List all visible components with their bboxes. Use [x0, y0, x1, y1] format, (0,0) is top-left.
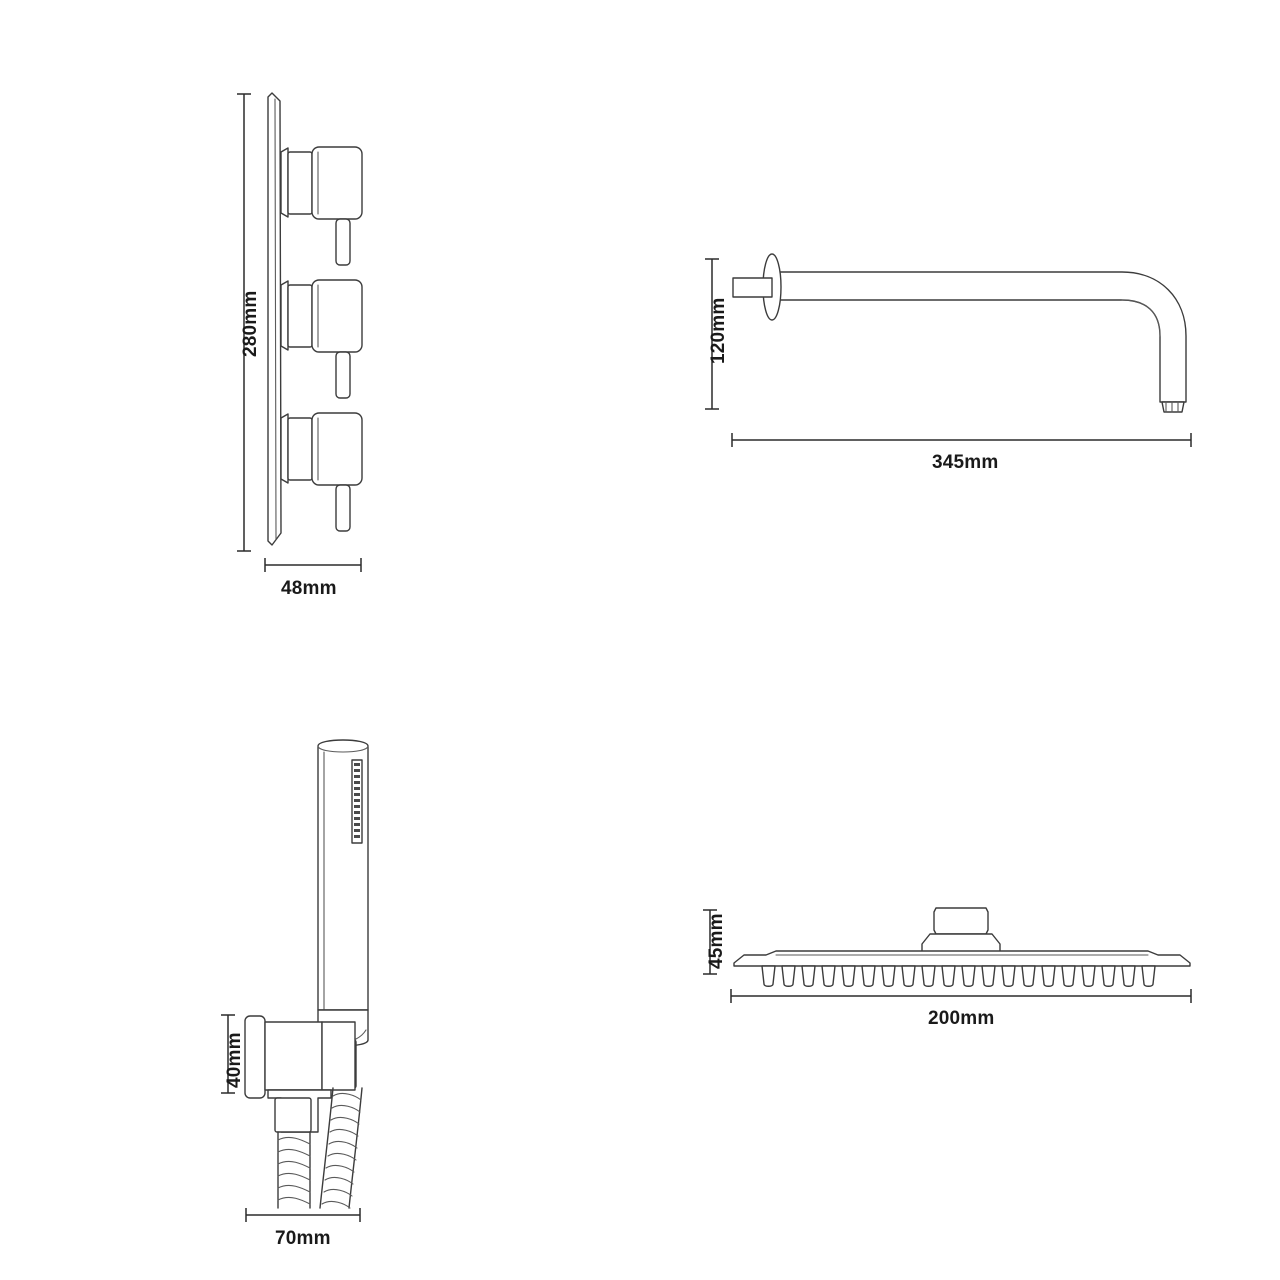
shower-arm-nipple	[732, 277, 773, 298]
view-shower-head	[703, 907, 1192, 1003]
view-handset-holder	[221, 739, 369, 1222]
dimension-head-thickness	[703, 909, 717, 975]
label-head-thickness: 45mm	[706, 913, 727, 969]
handset-spray-holes	[351, 759, 363, 844]
dimension-head-width	[730, 989, 1192, 1003]
label-valve-depth: 48mm	[281, 578, 337, 599]
label-valve-height: 280mm	[240, 290, 261, 358]
valve-control-3	[280, 412, 363, 532]
shower-hose-left	[277, 1131, 311, 1209]
shower-arm-body	[771, 271, 1187, 403]
handset-body	[317, 739, 369, 1011]
dimension-valve-height	[237, 93, 251, 552]
shower-head-plate	[733, 950, 1191, 967]
shower-head-inlet-nut	[933, 907, 989, 935]
holder-outlet-stub	[267, 1089, 332, 1133]
shower-arm-outlet	[1161, 401, 1185, 413]
holder-wall-flange	[244, 1015, 266, 1099]
label-arm-drop: 120mm	[708, 297, 729, 365]
shower-head-nozzles	[761, 965, 1156, 987]
label-bracket-projection: 70mm	[275, 1228, 331, 1249]
view-shower-arm	[705, 253, 1192, 447]
holder-bracket-arm	[264, 1021, 356, 1091]
dimension-bracket-height	[221, 1014, 235, 1094]
label-head-width: 200mm	[928, 1008, 995, 1029]
dimension-arm-drop	[705, 258, 719, 410]
dimension-arm-length	[731, 433, 1192, 447]
valve-backplate	[267, 92, 282, 546]
dimension-bracket-projection	[245, 1208, 361, 1222]
shower-hose-right	[319, 1087, 363, 1209]
dimension-valve-depth	[264, 558, 362, 572]
valve-control-1	[280, 146, 363, 266]
view-valve-plate	[237, 92, 363, 572]
label-arm-length: 345mm	[932, 452, 999, 473]
label-bracket-height: 40mm	[224, 1032, 245, 1088]
valve-control-2	[280, 279, 363, 399]
